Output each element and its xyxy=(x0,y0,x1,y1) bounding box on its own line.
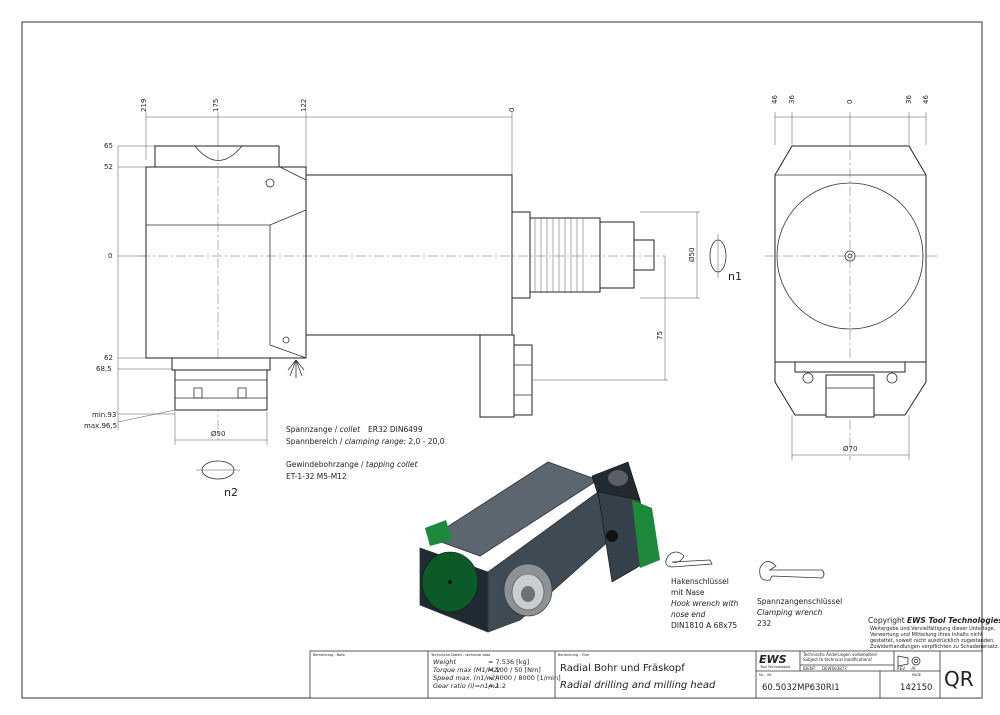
tech-label: Technische Daten - technical data xyxy=(430,653,490,657)
dim-min93: min.93 xyxy=(92,411,116,419)
label-n1: n1 xyxy=(728,270,742,283)
svg-text:Spannzangenschlüssel: Spannzangenschlüssel xyxy=(757,597,842,606)
part-number: 60.5032MP630RI1 xyxy=(762,683,840,693)
title-en: Radial drilling and milling head xyxy=(560,680,716,691)
side-view: 46 36 0 36 46 Ø70 xyxy=(765,95,940,460)
side-dim-dia70: Ø70 xyxy=(843,445,857,453)
dim-dia50-shank: Ø50 xyxy=(688,248,696,262)
svg-text:nose end: nose end xyxy=(671,610,706,619)
side-dim-46-left: 46 xyxy=(771,95,779,104)
dim-max96-5: max.96,5 xyxy=(84,422,117,430)
svg-text:Hakenschlüssel: Hakenschlüssel xyxy=(671,577,729,586)
hook-wrench-info: Hakenschlüssel mit Nase Hook wrench with… xyxy=(671,577,739,630)
page-number: 142150 xyxy=(900,683,932,693)
svg-text:Speed max. (n1/n2): Speed max. (n1/n2) xyxy=(433,674,498,682)
svg-text:DEWS03877: DEWS03877 xyxy=(822,666,847,671)
svg-text:Zuwiderhandlungen verpflichten: Zuwiderhandlungen verpflichten zu Schade… xyxy=(870,644,999,650)
svg-text:Gewindebohrzange / tapping col: Gewindebohrzange / tapping collet xyxy=(286,460,418,469)
remark-label: Bemerkung - Note xyxy=(313,653,345,657)
dim-52: 52 xyxy=(104,163,113,171)
dim-219: 219 xyxy=(140,99,148,112)
svg-text:Clamping wrench: Clamping wrench xyxy=(757,608,823,617)
qr-label: QR xyxy=(944,667,974,691)
svg-text:mit Nase: mit Nase xyxy=(671,588,705,597)
dim-75: 75 xyxy=(656,331,664,340)
svg-text:Tool Technologies: Tool Technologies xyxy=(759,665,791,669)
dim-62: 62 xyxy=(104,354,113,362)
svg-text:232: 232 xyxy=(757,619,772,628)
dim-dia50-collet: Ø50 xyxy=(211,430,225,438)
clamp-wrench-info: Spannzangenschlüssel Clamping wrench 232 xyxy=(757,597,842,628)
svg-text:ET-1-32 M5-M12: ET-1-32 M5-M12 xyxy=(286,472,347,481)
svg-text:Copyright EWS Tool Technologie: Copyright EWS Tool Technologies xyxy=(868,616,1000,625)
svg-text:Spannbereich / clamping range:: Spannbereich / clamping range: 2,0 - 20,… xyxy=(286,437,445,446)
svg-text:Subject to technical modificat: Subject to technical modifications! xyxy=(803,657,872,662)
title-block: Bemerkung - Note Technische Daten - tech… xyxy=(309,650,983,699)
side-dim-46-right: 46 xyxy=(922,95,930,104)
svg-text:Hook wrench with: Hook wrench with xyxy=(671,599,739,608)
dim-175: 175 xyxy=(212,99,220,112)
ews-logo: EWS xyxy=(759,653,787,666)
side-dim-36-right: 36 xyxy=(905,95,913,104)
svg-text:= 7.536 [kg]: = 7.536 [kg] xyxy=(488,658,529,666)
svg-text:Nr. - Nr.: Nr. - Nr. xyxy=(759,673,772,677)
svg-text:PAGE: PAGE xyxy=(912,673,921,677)
dim-65: 65 xyxy=(104,142,113,150)
svg-text:= 1:2: = 1:2 xyxy=(488,682,506,690)
dim-122: 122 xyxy=(300,99,308,112)
copyright-block: Copyright EWS Tool Technologies Weiterga… xyxy=(868,616,1000,650)
svg-text:IDENT: IDENT xyxy=(803,666,816,671)
svg-text:Weight: Weight xyxy=(433,658,456,666)
side-dim-0: 0 xyxy=(846,100,854,104)
svg-text:gestattet, soweit nicht ausdrü: gestattet, soweit nicht ausdrücklich zug… xyxy=(870,638,995,644)
svg-text:= 100 / 50 [Nm]: = 100 / 50 [Nm] xyxy=(488,666,541,674)
svg-text:Benennung - Title: Benennung - Title xyxy=(558,653,589,657)
svg-text:DIN1810 A 68x75: DIN1810 A 68x75 xyxy=(671,621,737,630)
clamp-wrench-sketch xyxy=(759,561,825,581)
front-view: 219 175 122 0 65 52 0 62 68,5 min.93 max… xyxy=(84,99,742,499)
label-n2: n2 xyxy=(224,486,238,499)
svg-text:Weitergabe und Vervielfältigun: Weitergabe und Vervielfältigung dieser U… xyxy=(870,626,996,632)
svg-text:REV.: REV. xyxy=(897,666,906,671)
svg-text:Technische Änderungen vorbehal: Technische Änderungen vorbehalten! xyxy=(802,652,878,657)
hook-wrench-sketch xyxy=(665,551,713,568)
side-dim-36-left: 36 xyxy=(788,95,796,104)
dim-0-left: 0 xyxy=(108,252,112,260)
svg-text:Gear ratio (i)=n1/n2: Gear ratio (i)=n1/n2 xyxy=(433,682,499,690)
svg-text:Verwertung und Mitteilung ihre: Verwertung und Mitteilung ihres Inhalts … xyxy=(870,632,983,638)
dim-68-5: 68,5 xyxy=(96,365,112,373)
dim-0-top: 0 xyxy=(508,108,516,112)
svg-text:Torque max (M1/M2): Torque max (M1/M2) xyxy=(433,666,500,674)
title-de: Radial Bohr und Fräskopf xyxy=(560,663,685,674)
svg-text:= 4000 / 8000 [1/min]: = 4000 / 8000 [1/min] xyxy=(488,674,561,682)
svg-text:-/A: -/A xyxy=(910,666,916,671)
iso-view xyxy=(419,461,660,633)
